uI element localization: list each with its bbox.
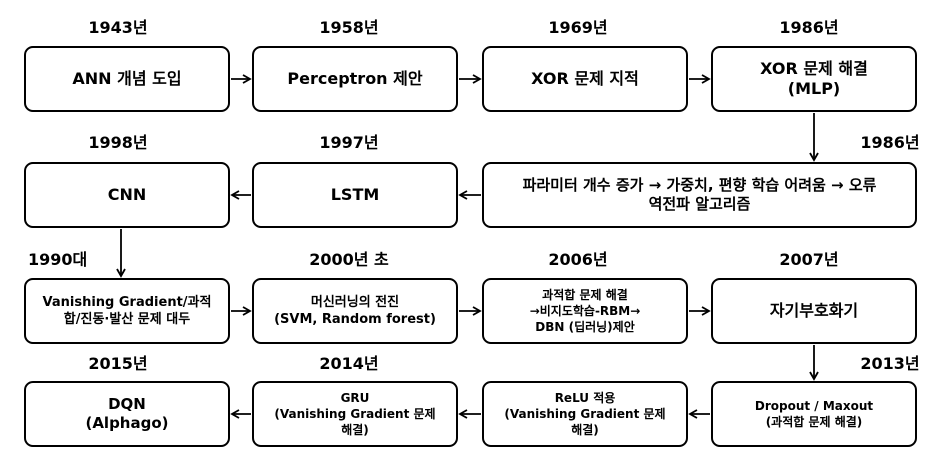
node-autoencoder: 자기부호화기 [711, 278, 917, 344]
node-backpropagation-text: 파라미터 개수 증가 → 가중치, 편향 학습 어려움 → 오류 역전파 알고리… [522, 176, 877, 213]
node-relu: ReLU 적용 (Vanishing Gradient 문제 해결) [482, 381, 688, 447]
node-machine-learning-advance: 머신러닝의 전진 (SVM, Random forest) [252, 278, 458, 344]
node-dropout-maxout: Dropout / Maxout (과적합 문제 해결) [711, 381, 917, 447]
node-rbm-dbn: 과적합 문제 해결 →비지도학습-RBM→ DBN (딥러닝)제안 [482, 278, 688, 344]
node-relu-text: ReLU 적용 (Vanishing Gradient 문제 해결) [504, 391, 666, 437]
node-vanishing-gradient-issues-text: Vanishing Gradient/과적 합/진동·발산 문제 대두 [42, 295, 212, 327]
node-gru: GRU (Vanishing Gradient 문제 해결) [252, 381, 458, 447]
year-label-2006: 2006년 [548, 250, 608, 269]
year-label-1986-backprop: 1986년 [860, 133, 920, 152]
node-lstm-text: LSTM [330, 185, 380, 204]
node-lstm: LSTM [252, 162, 458, 228]
node-xor-problem: XOR 문제 지적 [482, 46, 688, 112]
year-label-1990s: 1990대 [28, 250, 88, 269]
node-cnn-text: CNN [107, 185, 147, 204]
year-label-early-2000s: 2000년 초 [309, 250, 389, 269]
year-label-2014: 2014년 [319, 354, 379, 373]
node-xor-solution-mlp-text: XOR 문제 해결 (MLP) [760, 59, 868, 98]
node-autoencoder-text: 자기부호화기 [769, 301, 859, 320]
node-dropout-maxout-text: Dropout / Maxout (과적합 문제 해결) [754, 399, 874, 429]
node-xor-problem-text: XOR 문제 지적 [531, 69, 639, 88]
node-perceptron: Perceptron 제안 [252, 46, 458, 112]
node-ann-concept: ANN 개념 도입 [24, 46, 230, 112]
node-rbm-dbn-text: 과적합 문제 해결 →비지도학습-RBM→ DBN (딥러닝)제안 [529, 288, 641, 334]
node-perceptron-text: Perceptron 제안 [287, 69, 423, 88]
year-label-2015: 2015년 [88, 354, 148, 373]
node-xor-solution-mlp: XOR 문제 해결 (MLP) [711, 46, 917, 112]
year-label-1986-mlp: 1986년 [779, 18, 839, 37]
year-label-1958: 1958년 [319, 18, 379, 37]
year-label-2013: 2013년 [860, 354, 920, 373]
node-gru-text: GRU (Vanishing Gradient 문제 해결) [274, 391, 436, 437]
year-label-1969: 1969년 [548, 18, 608, 37]
node-dqn-alphago-text: DQN (Alphago) [85, 395, 169, 432]
node-ann-concept-text: ANN 개념 도입 [72, 69, 182, 88]
year-label-1998: 1998년 [88, 133, 148, 152]
node-dqn-alphago: DQN (Alphago) [24, 381, 230, 447]
node-machine-learning-advance-text: 머신러닝의 전진 (SVM, Random forest) [274, 295, 436, 327]
year-label-1943: 1943년 [88, 18, 148, 37]
year-label-1997: 1997년 [319, 133, 379, 152]
node-vanishing-gradient-issues: Vanishing Gradient/과적 합/진동·발산 문제 대두 [24, 278, 230, 344]
year-label-2007: 2007년 [779, 250, 839, 269]
node-cnn: CNN [24, 162, 230, 228]
node-backpropagation: 파라미터 개수 증가 → 가중치, 편향 학습 어려움 → 오류 역전파 알고리… [482, 162, 917, 228]
